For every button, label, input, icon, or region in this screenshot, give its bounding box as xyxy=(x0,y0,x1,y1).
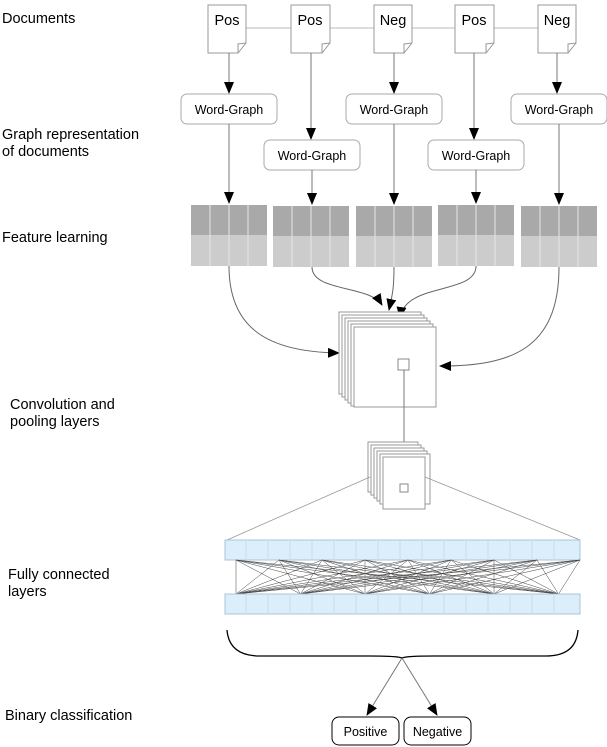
word-graph-box: Word-Graph xyxy=(263,139,361,171)
convolution-feature-maps xyxy=(338,311,437,408)
output-negative: Negative xyxy=(403,716,472,746)
feature-matrix xyxy=(191,205,267,266)
arrow xyxy=(311,266,383,306)
word-graph-label: Word-Graph xyxy=(278,149,347,163)
document-icon: Pos xyxy=(290,4,331,54)
document-icon: Neg xyxy=(537,4,577,54)
stage-label-documents: Documents xyxy=(2,11,76,27)
document-label: Pos xyxy=(298,13,323,29)
pooling-kernel xyxy=(399,483,409,493)
arrow xyxy=(401,657,438,716)
word-graph-box: Word-Graph xyxy=(427,139,525,171)
stage-label-fully-connected: Fully connected layers xyxy=(8,567,110,600)
word-graph-box: Word-Graph xyxy=(345,93,443,125)
fully-connected-layer-bottom xyxy=(224,593,581,615)
output-positive: Positive xyxy=(331,716,400,746)
stage-label-graph-representation: Graph representation of documents xyxy=(2,127,140,160)
document-icon: Pos xyxy=(207,4,247,54)
fully-connected-layer-top xyxy=(224,539,581,561)
feature-matrix xyxy=(273,206,349,267)
feature-matrix xyxy=(521,206,597,267)
stage-label-feature-learning: Feature learning xyxy=(2,230,108,246)
arrow xyxy=(228,265,340,358)
word-graph-box: Word-Graph xyxy=(510,93,607,125)
word-graph-box: Word-Graph xyxy=(180,93,278,125)
document-label: Neg xyxy=(544,13,571,29)
word-graph-label: Word-Graph xyxy=(360,103,429,117)
document-icon: Pos xyxy=(454,4,495,54)
arrow xyxy=(366,657,403,716)
convolution-kernel xyxy=(397,358,410,371)
document-label: Pos xyxy=(215,13,240,29)
word-graph-label: Word-Graph xyxy=(442,149,511,163)
feature-matrix xyxy=(438,205,514,266)
word-graph-label: Word-Graph xyxy=(525,103,594,117)
output-label: Positive xyxy=(344,725,388,739)
word-graph-label: Word-Graph xyxy=(195,103,264,117)
arrow xyxy=(439,266,560,371)
pooling-feature-maps xyxy=(367,441,431,510)
stage-label-convolution-pooling: Convolution and pooling layers xyxy=(10,397,115,430)
arrow xyxy=(386,266,397,311)
output-label: Negative xyxy=(413,725,462,739)
document-icon: Neg xyxy=(373,4,413,54)
output-brace xyxy=(226,629,579,659)
feature-matrix xyxy=(356,206,432,267)
stage-label-binary-classification: Binary classification xyxy=(5,708,133,724)
fully-connected-edges xyxy=(235,559,581,595)
document-label: Pos xyxy=(462,13,487,29)
document-label: Neg xyxy=(380,13,407,29)
arrow xyxy=(396,265,477,319)
